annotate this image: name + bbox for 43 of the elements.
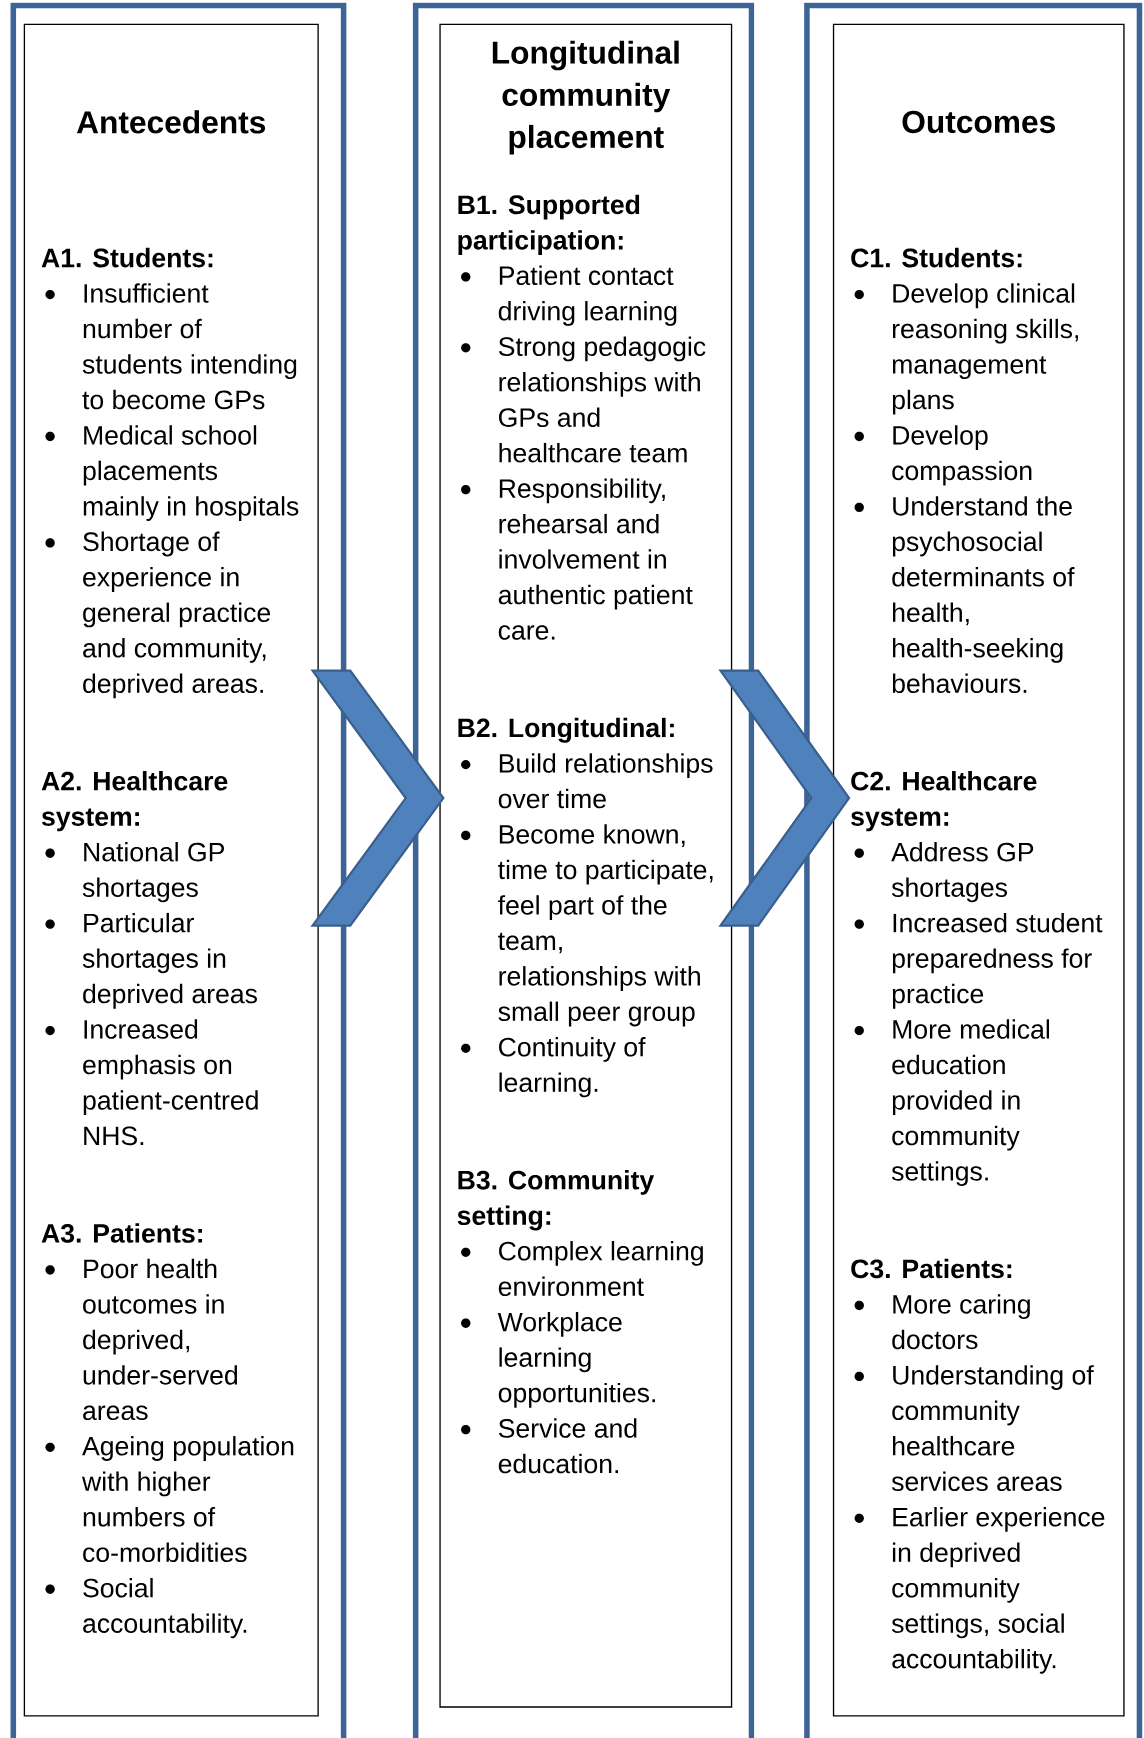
bullet-item: More medical education provided in community settings.	[854, 1019, 1050, 1186]
bullet-item: Understanding of community healthcare services areas	[854, 1365, 1094, 1492]
bullet-item: National GP shortages	[45, 842, 225, 903]
bullet-item: Become known, time to participate, feel part of the team, relationships with small peer group	[461, 824, 713, 1027]
bullet-item: Particular shortages in deprived areas	[45, 912, 258, 1009]
bullet-item: Complex learning environment	[461, 1241, 703, 1296]
bullet-item: Develop clinical reasoning skills, management plans	[854, 283, 1079, 415]
bullet-item: Responsibility, rehearsal and involvement in authentic patient care.	[461, 478, 693, 640]
bullet-item: Develop compassion	[854, 425, 1032, 486]
column-box	[832, 23, 1125, 1717]
chevron-arrow	[718, 669, 851, 927]
bullet-item: Patient contact driving learning	[461, 265, 677, 326]
section-title: C3. Patients:	[851, 1258, 1012, 1279]
bullet-item: Workplace learning opportunities.	[461, 1311, 655, 1408]
column-heading: Antecedents	[77, 110, 266, 134]
bullet-item: Increased student preparedness for practice	[854, 912, 1103, 1009]
section-title: C1. Students:	[851, 247, 1022, 268]
bullet-item: Poor health outcomes in deprived, under-served areas	[45, 1258, 238, 1421]
column-heading: Outcomes	[902, 110, 1055, 134]
bullet-item: Social accountability.	[45, 1577, 247, 1639]
bullet-item: Shortage of experience in general practice and community, deprived areas.	[45, 531, 271, 699]
bullet-item: Continuity of learning.	[461, 1037, 646, 1098]
bullet-item: Understand the psychosocial determinants of health, health-seeking behaviours.	[854, 496, 1075, 693]
bullet-item: Ageing population with higher numbers of co-morbidities	[45, 1436, 294, 1562]
column-heading: Longitudinal community placement	[492, 40, 679, 155]
section-title: C2. Healthcare system:	[851, 771, 1037, 832]
chevron-arrow	[310, 669, 445, 927]
column-box	[439, 23, 733, 1708]
bullet-item: Insufficient number of students intending to become GPs	[45, 283, 297, 410]
bullet-item: Service and education.	[461, 1418, 637, 1474]
bullet-item: Strong pedagogic relationships with GPs and healthcare team	[461, 336, 706, 463]
section-title: A3. Patients:	[41, 1223, 203, 1243]
bullet-item: Address GP shortages	[854, 842, 1034, 903]
section-title: B3. Community setting:	[457, 1170, 655, 1231]
bullet-item: More caring doctors	[854, 1294, 1030, 1350]
bullet-item: Earlier experience in deprived community settings, social accountability.	[854, 1507, 1105, 1674]
section-title: A2. Healthcare system:	[41, 771, 228, 832]
bullet-item: Medical school placements mainly in hospitals	[45, 425, 299, 521]
section-title: B1. Supported participation:	[458, 194, 640, 255]
section-title: A1. Students:	[41, 247, 213, 268]
bullet-item: Build relationships over time	[461, 753, 713, 809]
bullet-item: Increased emphasis on patient-centred NHS.	[45, 1019, 258, 1146]
section-title: B2. Longitudinal:	[458, 717, 674, 743]
